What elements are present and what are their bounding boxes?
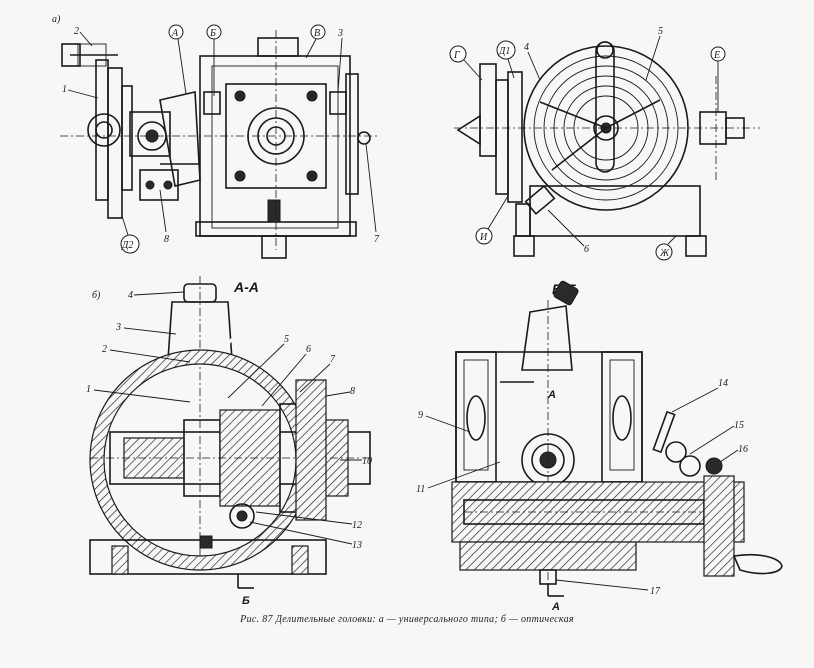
callout-bb-17: 17 bbox=[650, 586, 661, 597]
callout-a-3: 3 bbox=[337, 28, 343, 39]
callout-b-4: 4 bbox=[524, 42, 529, 53]
section-arrow-b: Б bbox=[242, 595, 250, 607]
view-b-marker: б) bbox=[92, 290, 101, 301]
view-a-universal-head: а) bbox=[52, 14, 380, 259]
callout-aa-5: 5 bbox=[284, 334, 289, 345]
callout-b-E: Е bbox=[713, 50, 720, 61]
callout-b-6: 6 bbox=[584, 244, 589, 255]
callout-bb-11: 11 bbox=[416, 484, 425, 495]
callout-b-I: И bbox=[479, 232, 488, 243]
view-a-marker: а) bbox=[52, 14, 61, 25]
callout-a-B: Б bbox=[209, 28, 216, 39]
callout-b-5: 5 bbox=[658, 26, 663, 37]
callout-bb-14: 14 bbox=[718, 378, 728, 389]
callout-aa-13: 13 bbox=[352, 540, 362, 551]
callout-aa-1: 1 bbox=[86, 384, 91, 395]
callout-b-D1: Д1 bbox=[498, 46, 510, 57]
callout-a-8: 8 bbox=[164, 234, 169, 245]
callout-a-V: В bbox=[314, 28, 320, 39]
section-arrow-a-bottom: А bbox=[551, 601, 560, 613]
callout-bb-16: 16 bbox=[738, 444, 748, 455]
section-aa-title: А-А bbox=[233, 279, 259, 295]
callout-a-7: 7 bbox=[374, 234, 380, 245]
index-plate bbox=[95, 59, 109, 201]
callout-a-1: 1 bbox=[62, 84, 67, 95]
callout-aa-10: 10 bbox=[362, 456, 372, 467]
section-bb-view: Б-Б А А bbox=[416, 280, 783, 613]
callout-b-Zh: Ж bbox=[659, 248, 670, 259]
callout-aa-4: 4 bbox=[128, 290, 133, 301]
view-a-end-view: Г Д1 4 5 Е И 6 Ж bbox=[449, 26, 760, 261]
callout-a-D2: Д2 bbox=[121, 240, 133, 251]
figure-caption: Рис. 87 Делительные головки: а — универс… bbox=[240, 614, 574, 625]
callout-bb-9: 9 bbox=[418, 410, 423, 421]
callout-aa-7: 7 bbox=[330, 354, 336, 365]
callout-bb-15: 15 bbox=[734, 420, 744, 431]
callout-aa-3: 3 bbox=[115, 322, 121, 333]
callout-aa-2: 2 bbox=[102, 344, 107, 355]
callout-a-A: А bbox=[171, 28, 179, 39]
callout-a-2: 2 bbox=[74, 26, 79, 37]
section-aa-view: б) А-А Б 4 3 2 bbox=[86, 276, 372, 607]
callout-aa-8: 8 bbox=[350, 386, 355, 397]
callout-aa-12: 12 bbox=[352, 520, 362, 531]
section-arrow-a-top: А bbox=[547, 389, 556, 401]
callout-aa-6: 6 bbox=[306, 344, 311, 355]
callout-b-G: Г bbox=[453, 50, 460, 61]
